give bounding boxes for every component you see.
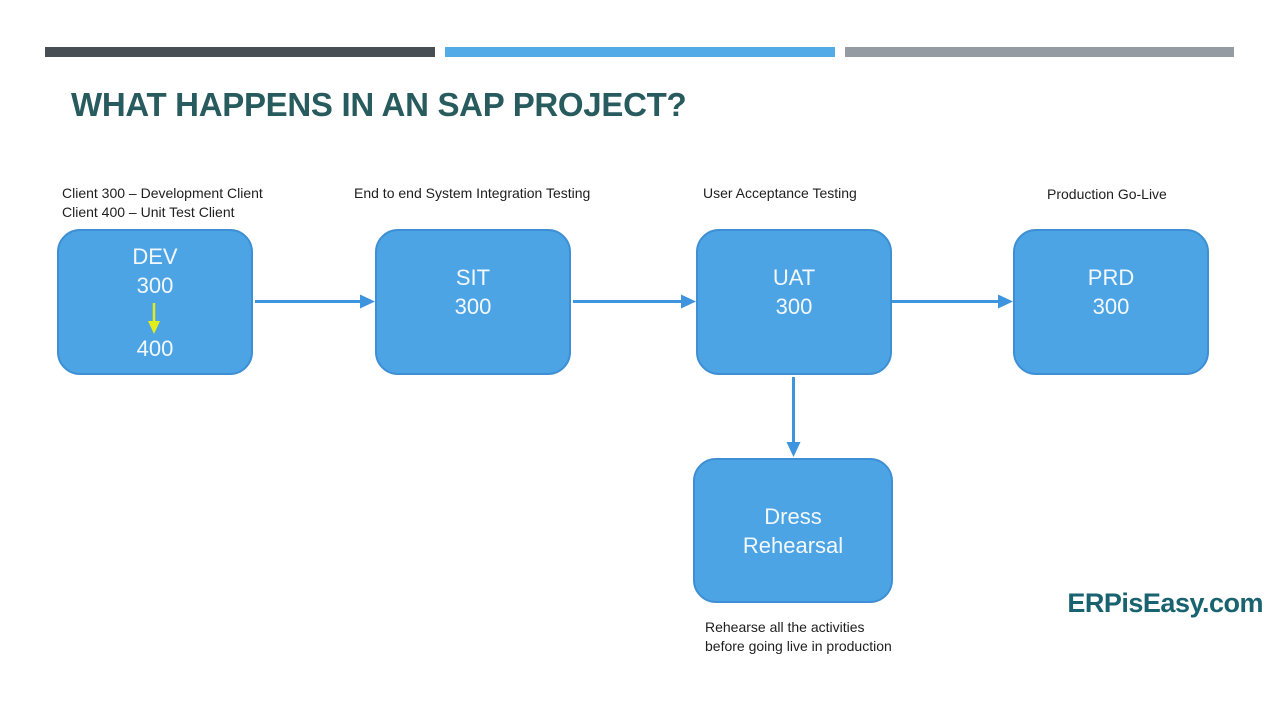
node-client-number: 300 bbox=[136, 272, 174, 298]
node-client-number: 300 bbox=[1092, 294, 1130, 319]
page-title: WHAT HAPPENS IN AN SAP PROJECT? bbox=[71, 86, 687, 123]
caption-line: Production Go-Live bbox=[1047, 186, 1167, 202]
node-label: PRD bbox=[1087, 265, 1135, 290]
dress-rehearsal-note: Rehearse all the activities before going… bbox=[705, 618, 892, 656]
top-accent-bar-dark bbox=[45, 47, 435, 57]
node-client-number: 300 bbox=[775, 294, 813, 319]
arrow-uat-to-prd-icon bbox=[892, 294, 1013, 309]
node-client-number: 300 bbox=[454, 294, 492, 319]
node-label: Rehearsal bbox=[742, 532, 844, 558]
node-uat: UAT 300 bbox=[696, 229, 892, 375]
arrow-sit-to-uat-icon bbox=[573, 294, 696, 309]
note-line: before going live in production bbox=[705, 638, 892, 654]
node-dev: DEV 300 400 bbox=[57, 229, 253, 375]
top-accent-bar-gray bbox=[845, 47, 1234, 57]
arrow-uat-to-dress-icon bbox=[786, 377, 801, 457]
node-label: DEV bbox=[132, 243, 178, 269]
arrow-dev-to-sit-icon bbox=[255, 294, 375, 309]
caption-sit: End to end System Integration Testing bbox=[354, 184, 590, 203]
note-line: Rehearse all the activities bbox=[705, 619, 865, 635]
caption-line: Client 300 – Development Client bbox=[62, 185, 263, 201]
caption-line: User Acceptance Testing bbox=[703, 185, 857, 201]
top-accent-bar-blue bbox=[445, 47, 835, 57]
caption-dev-clients: Client 300 – Development Client Client 4… bbox=[62, 184, 263, 222]
yellow-arrow-gap bbox=[59, 300, 251, 334]
node-label: SIT bbox=[455, 265, 491, 290]
caption-prd: Production Go-Live bbox=[1047, 185, 1167, 204]
node-label: Dress bbox=[764, 503, 822, 529]
erpiseasy-logo: ERPisEasy.com bbox=[1067, 588, 1263, 618]
caption-line: End to end System Integration Testing bbox=[354, 185, 591, 201]
node-dress-rehearsal: Dress Rehearsal bbox=[693, 458, 893, 603]
node-prd: PRD 300 bbox=[1013, 229, 1209, 375]
caption-uat: User Acceptance Testing bbox=[703, 184, 857, 203]
node-sit: SIT 300 bbox=[375, 229, 571, 375]
caption-line: Client 400 – Unit Test Client bbox=[62, 204, 235, 220]
node-label: UAT bbox=[772, 265, 816, 290]
node-client-number: 400 bbox=[136, 335, 174, 361]
